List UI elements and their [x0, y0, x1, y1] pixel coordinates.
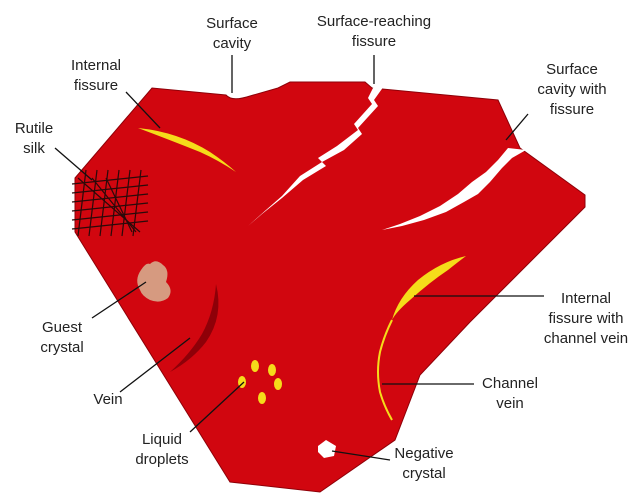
label-channel-vein: Channel vein — [482, 375, 538, 412]
label-vein: Vein — [93, 391, 122, 408]
label-line: Guest — [42, 319, 83, 336]
label-line: fissure — [550, 101, 594, 118]
label-line: Surface — [546, 61, 598, 78]
label-line: droplets — [135, 451, 188, 468]
label-line: cavity — [213, 35, 252, 52]
label-line: Liquid — [142, 431, 182, 448]
label-line: channel vein — [544, 330, 628, 347]
label-internal-fissure-with-channel-vein: Internal fissure with channel vein — [544, 290, 628, 347]
label-line: fissure — [74, 77, 118, 94]
label-line: Internal — [561, 290, 611, 307]
label-line: crystal — [40, 339, 83, 356]
label-line: silk — [23, 140, 45, 157]
label-line: crystal — [402, 465, 445, 482]
label-line: fissure with — [548, 310, 623, 327]
label-surface-cavity: Surface cavity — [206, 15, 258, 52]
label-liquid-droplets: Liquid droplets — [135, 431, 188, 468]
label-line: fissure — [352, 33, 396, 50]
label-guest-crystal: Guest crystal — [40, 319, 83, 356]
label-line: Negative — [394, 445, 453, 462]
label-line: Internal — [71, 57, 121, 74]
label-negative-crystal: Negative crystal — [394, 445, 453, 482]
label-line: Surface-reaching — [317, 13, 431, 30]
droplet — [258, 392, 266, 404]
label-rutile-silk: Rutile silk — [15, 120, 53, 157]
droplet — [274, 378, 282, 390]
label-line: Rutile — [15, 120, 53, 137]
label-line: Channel — [482, 375, 538, 392]
label-surface-reaching-fissure: Surface-reaching fissure — [317, 13, 431, 50]
droplet — [268, 364, 276, 376]
label-line: Surface — [206, 15, 258, 32]
label-internal-fissure: Internal fissure — [71, 57, 121, 94]
droplet — [251, 360, 259, 372]
label-line: Vein — [93, 391, 122, 408]
label-line: vein — [496, 395, 524, 412]
label-surface-cavity-with-fissure: Surface cavity with fissure — [537, 61, 606, 118]
label-line: cavity with — [537, 81, 606, 98]
